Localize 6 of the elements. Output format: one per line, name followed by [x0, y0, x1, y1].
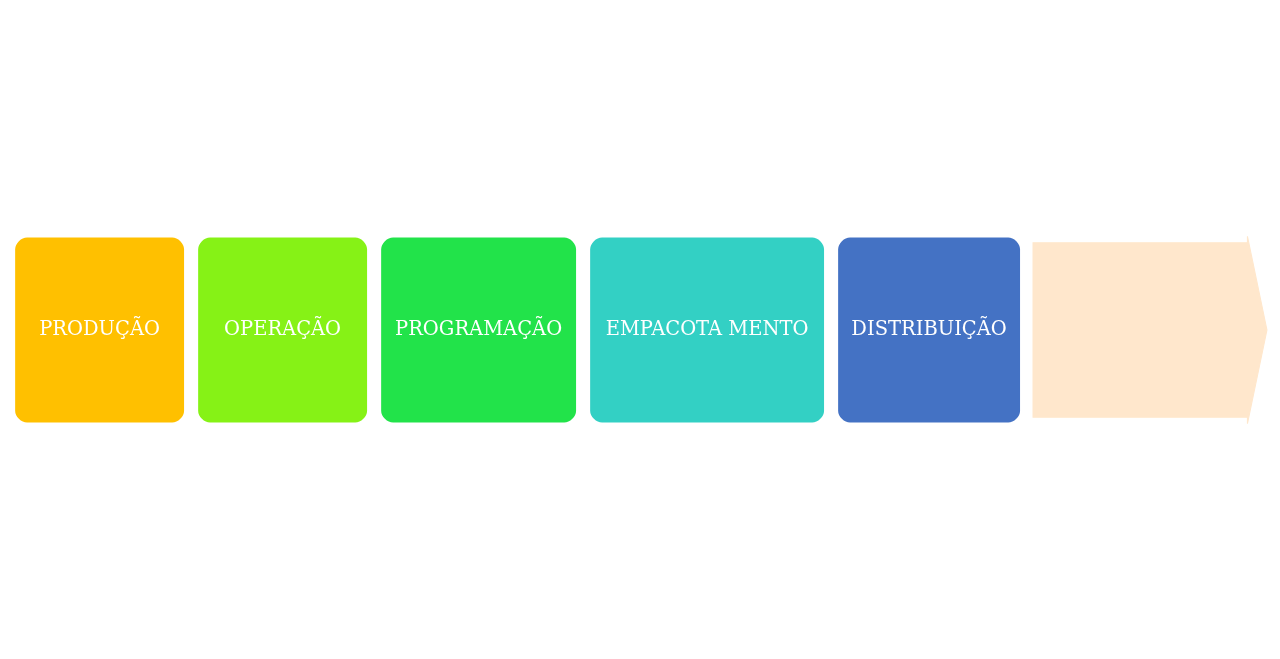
- node-box: PRODUÇÃO: [12, 234, 186, 425]
- node-box: DISTRIBUIÇÃO: [835, 234, 1022, 425]
- node-box: PROGRAMAÇÃO: [378, 234, 578, 425]
- node-box: OPERAÇÃO: [195, 234, 369, 425]
- node-arrow: [1032, 235, 1267, 424]
- node-box: EMPACOTA MENTO: [587, 234, 826, 425]
